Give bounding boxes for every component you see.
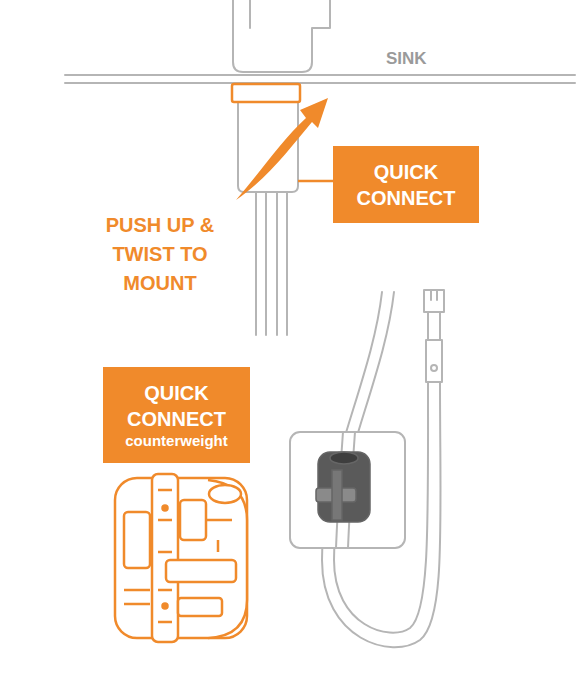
counterweight-large [115, 474, 247, 642]
callout-subtitle: counterweight [125, 432, 228, 450]
callout-title: QUICK CONNECT [111, 380, 242, 432]
part-label: SINK [386, 49, 466, 69]
inset-frame [290, 432, 405, 548]
instruction-text: PUSH UP & TWIST TO MOUNT [84, 211, 236, 298]
supply-tubes [256, 192, 287, 335]
callout-title: QUICK CONNECT [341, 159, 471, 211]
counterweight-small [316, 452, 370, 522]
twist-arrow [236, 98, 328, 200]
callout-box: QUICK CONNECT [333, 146, 479, 223]
faucet [233, 0, 330, 72]
sink-deck [65, 74, 575, 76]
quick-connect-collar [232, 84, 300, 102]
callout-box: QUICK CONNECTcounterweight [103, 367, 250, 463]
leader-line [298, 180, 333, 183]
hose-fitting [424, 290, 444, 382]
